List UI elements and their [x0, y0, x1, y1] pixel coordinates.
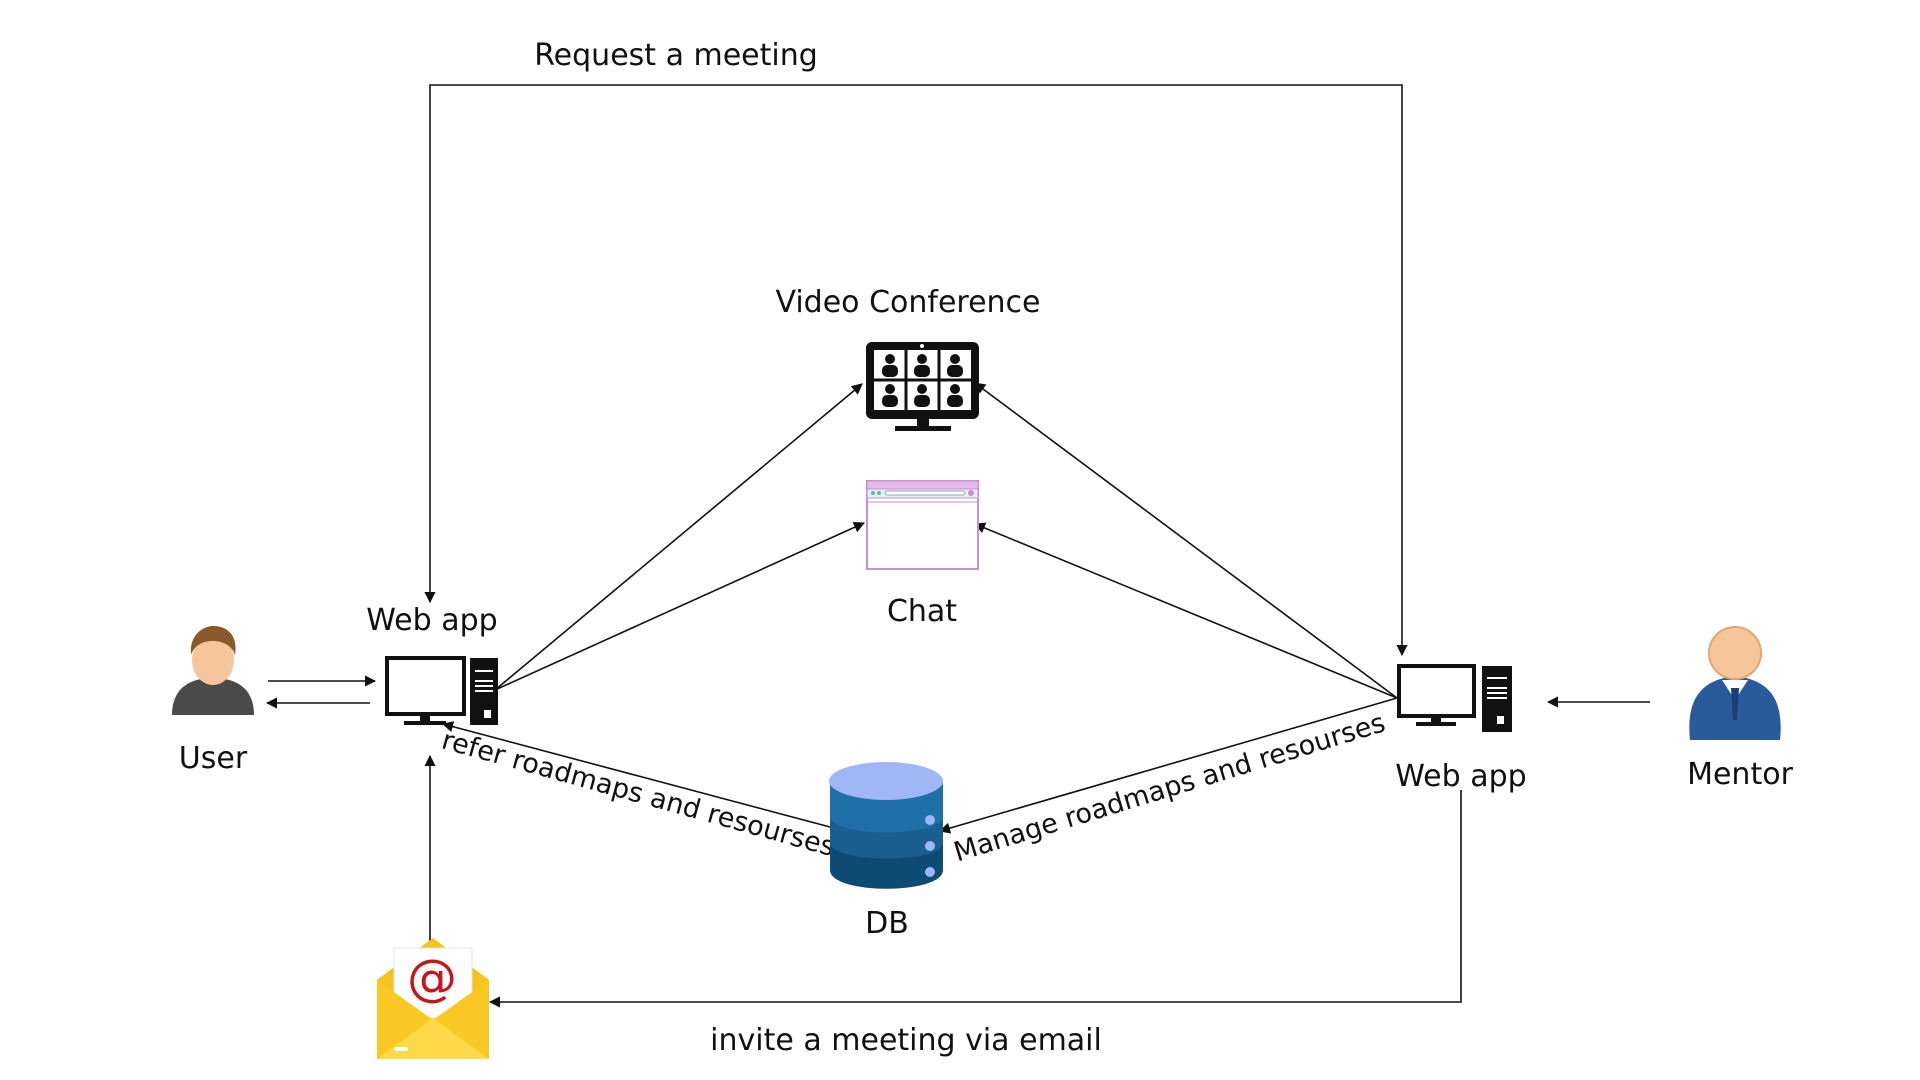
video-conference-node: Video Conference — [775, 285, 1041, 431]
chat-node: Chat — [866, 480, 979, 629]
edge-webapp-right-to-db — [938, 697, 1398, 834]
edge-webapp-left-to-video — [494, 383, 863, 691]
video-conference-monitor-icon — [866, 342, 979, 431]
web-app-mentor-node: Web app — [1395, 664, 1527, 794]
browser-window-icon — [866, 480, 979, 570]
mentor-node: Mentor — [1687, 626, 1794, 792]
web-app-mentor-label: Web app — [1395, 759, 1526, 794]
edge-label-invite-email: invite a meeting via email — [710, 1023, 1102, 1058]
edge-webapp-right-to-video — [974, 382, 1398, 699]
db-node: DB — [829, 762, 943, 941]
db-label: DB — [865, 906, 909, 941]
web-app-user-node: Web app — [366, 603, 498, 725]
email-envelope-icon: @ — [377, 938, 489, 1059]
edge-label-request-meeting: Request a meeting — [534, 38, 818, 73]
desktop-computer-icon — [1397, 664, 1512, 732]
video-conference-label: Video Conference — [775, 285, 1040, 320]
desktop-computer-icon — [385, 656, 498, 725]
chat-label: Chat — [887, 594, 957, 629]
at-symbol-icon: @ — [407, 949, 457, 1007]
edge-webapp-right-to-chat — [973, 522, 1398, 699]
user-node: User — [172, 626, 254, 776]
user-label: User — [179, 741, 248, 776]
user-person-icon — [172, 626, 254, 715]
edge-request-meeting — [424, 84, 1408, 657]
edge-webapp-left-to-chat — [494, 522, 866, 691]
edge-invite-email — [488, 790, 1462, 1008]
edge-label-refer-roadmaps: refer roadmaps and resourses — [438, 725, 838, 863]
database-icon — [829, 762, 943, 889]
email-node: @ — [377, 938, 489, 1059]
mentor-person-icon — [1689, 626, 1781, 740]
edge-label-manage-roadmaps: Manage roadmaps and resourses — [950, 707, 1389, 868]
edge-db-to-webapp-left — [441, 721, 831, 828]
web-app-user-label: Web app — [366, 603, 497, 638]
mentor-label: Mentor — [1687, 757, 1793, 792]
